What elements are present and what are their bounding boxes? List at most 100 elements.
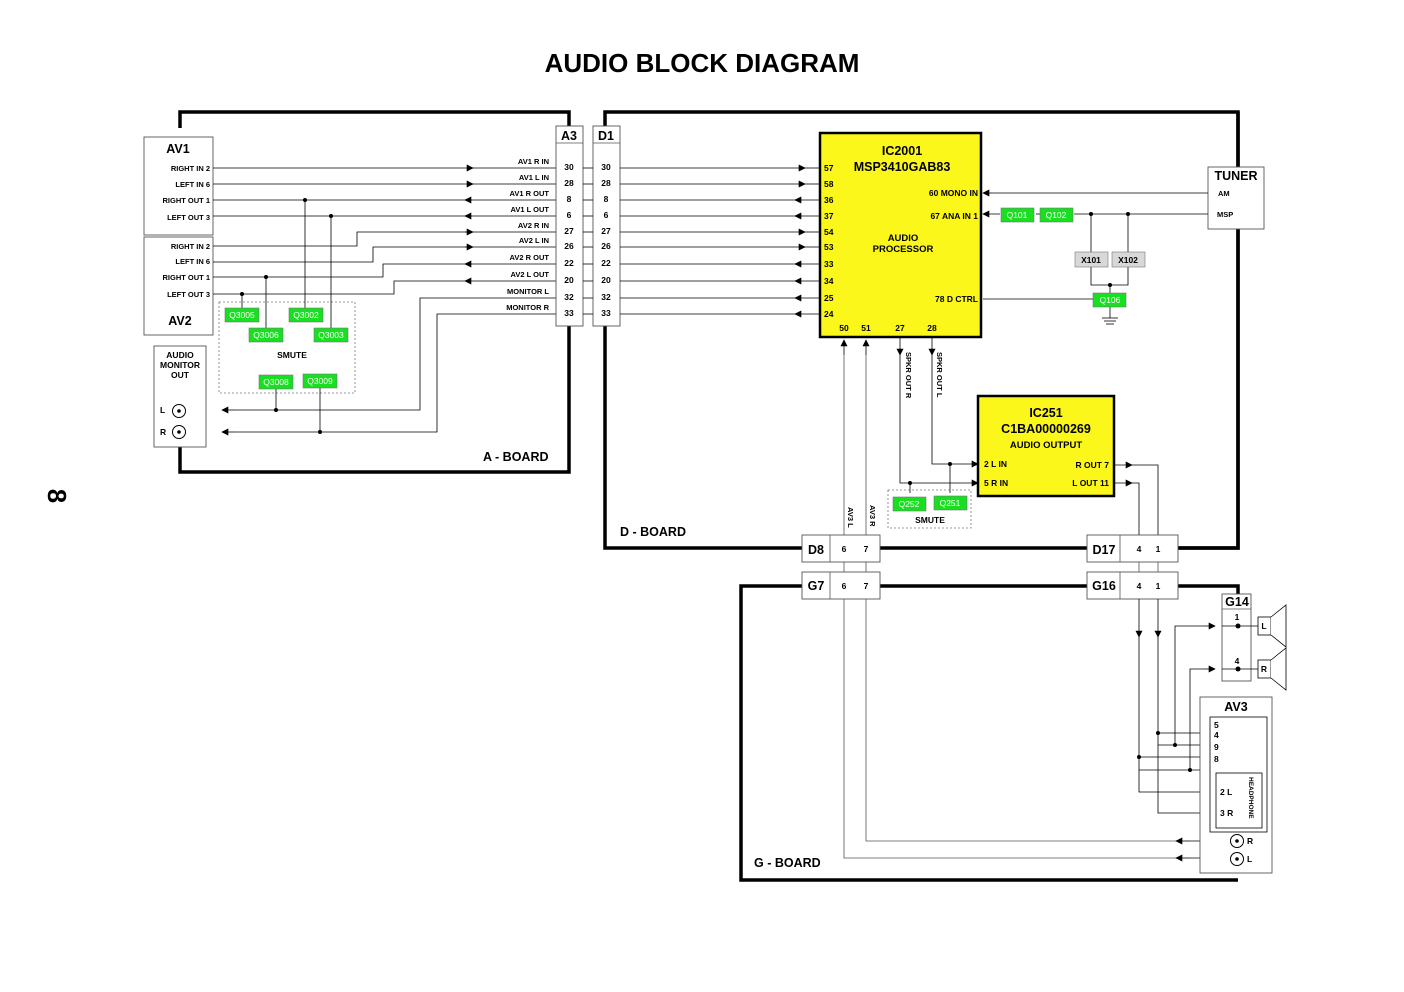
av2-title: AV2	[168, 314, 191, 328]
a3-pin: 32	[564, 292, 574, 302]
svg-text:Q102: Q102	[1046, 210, 1067, 220]
ic2001-pin-28: 28	[927, 323, 937, 333]
av2-pin-right-in: RIGHT IN 2	[171, 242, 210, 251]
ic2001-audio-processor: IC2001 MSP3410GAB83 AUDIO PROCESSOR 5758…	[818, 131, 983, 339]
a3-pin: 26	[564, 241, 574, 251]
svg-text:G7: G7	[808, 579, 825, 593]
ic251-output-wiring	[1114, 461, 1159, 535]
a-board-wiring	[213, 164, 556, 436]
monitor-r-label: R	[160, 427, 166, 437]
a3-pin: 33	[564, 308, 574, 318]
av3-jack-l: L	[1247, 854, 1252, 864]
av3-title: AV3	[1224, 700, 1247, 714]
monitor-label-2: MONITOR	[160, 360, 200, 370]
speaker-l-icon: L	[1257, 604, 1287, 648]
audio-monitor-out: AUDIO MONITOR OUT L R	[153, 345, 207, 448]
d1-pin: 33	[601, 308, 611, 318]
a3-signal-label: AV2 L OUT	[511, 270, 550, 279]
svg-text:Q3002: Q3002	[293, 310, 319, 320]
d1-to-ic2001-wiring	[583, 164, 820, 318]
q252-transistor: Q252	[892, 496, 927, 512]
ic251-pin-5: 5 R IN	[984, 478, 1008, 488]
d1-pin: 20	[601, 275, 611, 285]
svg-text:Q252: Q252	[899, 499, 920, 509]
svg-text:1: 1	[1156, 544, 1161, 554]
monitor-label-3: OUT	[171, 370, 190, 380]
q3002-transistor: Q3002	[288, 307, 324, 323]
av3-jack-r: R	[1247, 836, 1253, 846]
speaker-l-label: L	[1261, 621, 1266, 631]
av2-pin-left-in: LEFT IN 6	[175, 257, 210, 266]
svg-text:X102: X102	[1118, 255, 1138, 265]
g14-pin-4: 4	[1235, 656, 1240, 666]
page-title: AUDIO BLOCK DIAGRAM	[545, 48, 860, 78]
ic251-pin-7: R OUT 7	[1075, 460, 1109, 470]
svg-text:Q3003: Q3003	[318, 330, 344, 340]
tuner-wiring	[982, 189, 1208, 325]
svg-text:Q251: Q251	[940, 498, 961, 508]
ic251-part: C1BA00000269	[1001, 422, 1091, 436]
ic251-pin-11: L OUT 11	[1072, 478, 1109, 488]
av3-line-wiring	[840, 339, 870, 535]
a3-signal-label: AV1 L OUT	[511, 205, 550, 214]
ic251-function: AUDIO OUTPUT	[1010, 440, 1083, 451]
av3-connector: AV3 5 4 9 8 HEADPHONE 2 L 3 R R L	[1199, 696, 1273, 874]
x101-crystal: X101	[1074, 251, 1109, 268]
spkr-out-r-label: SPKR OUT R	[904, 352, 913, 399]
ic251-audio-output: IC251 C1BA00000269 AUDIO OUTPUT 2 L IN 5…	[976, 394, 1116, 498]
g7-connector: G7 6 7	[801, 571, 881, 600]
d-board-label: D - BOARD	[620, 525, 686, 539]
av2-pin-left-out: LEFT OUT 3	[167, 290, 210, 299]
smute-d-label: SMUTE	[915, 515, 945, 525]
g14-name: G14	[1225, 595, 1249, 609]
svg-text:Q3006: Q3006	[253, 330, 279, 340]
page-number: 8	[42, 489, 72, 503]
a3-pin: 20	[564, 275, 574, 285]
ic2001-left-pin: 25	[824, 293, 834, 303]
hp-pin-2l: 2 L	[1220, 787, 1232, 797]
ic2001-left-pin: 36	[824, 195, 834, 205]
x102-crystal: X102	[1111, 251, 1146, 268]
a3-pin: 27	[564, 226, 574, 236]
ic2001-pin-67: 67 ANA IN 1	[930, 211, 978, 221]
d1-pin: 32	[601, 292, 611, 302]
g16-connector: G16 4 1	[1086, 571, 1179, 600]
a3-signal-label: MONITOR R	[506, 303, 549, 312]
svg-text:G16: G16	[1092, 579, 1116, 593]
svg-text:Q3009: Q3009	[307, 376, 333, 386]
ic2001-left-pin: 37	[824, 211, 834, 221]
d1-pin: 27	[601, 226, 611, 236]
speaker-r-label: R	[1261, 664, 1267, 674]
q101-transistor: Q101	[1000, 207, 1035, 223]
monitor-l-label: L	[160, 405, 165, 415]
tuner-title: TUNER	[1214, 169, 1257, 183]
speaker-out-wiring	[887, 337, 979, 529]
svg-text:X101: X101	[1081, 255, 1101, 265]
svg-text:6: 6	[842, 581, 847, 591]
svg-text:Q3008: Q3008	[263, 377, 289, 387]
q3008-transistor: Q3008	[258, 374, 294, 390]
svg-text:Q3005: Q3005	[229, 310, 255, 320]
a3-pin: 30	[564, 162, 574, 172]
a3-pin: 6	[567, 210, 572, 220]
av3-pin-8: 8	[1214, 754, 1219, 764]
tuner: TUNER AM MSP	[1207, 166, 1265, 230]
ic2001-function-2: PROCESSOR	[873, 244, 934, 255]
ic2001-left-pin: 33	[824, 259, 834, 269]
ic2001-left-pin: 53	[824, 242, 834, 252]
ic2001-pin-50: 50	[839, 323, 849, 333]
g-board-label: G - BOARD	[754, 856, 821, 870]
d1-pin: 22	[601, 258, 611, 268]
q3006-transistor: Q3006	[248, 327, 284, 343]
d1-pin: 6	[604, 210, 609, 220]
d1-pin: 26	[601, 241, 611, 251]
g-board-wiring	[843, 599, 1231, 862]
av1-title: AV1	[166, 142, 189, 156]
av1-pin-right-in: RIGHT IN 2	[171, 164, 210, 173]
av1-pin-left-out: LEFT OUT 3	[167, 213, 210, 222]
ic2001-pin-51: 51	[861, 323, 871, 333]
a3-pin: 28	[564, 178, 574, 188]
tuner-pin-msp: MSP	[1217, 210, 1233, 219]
